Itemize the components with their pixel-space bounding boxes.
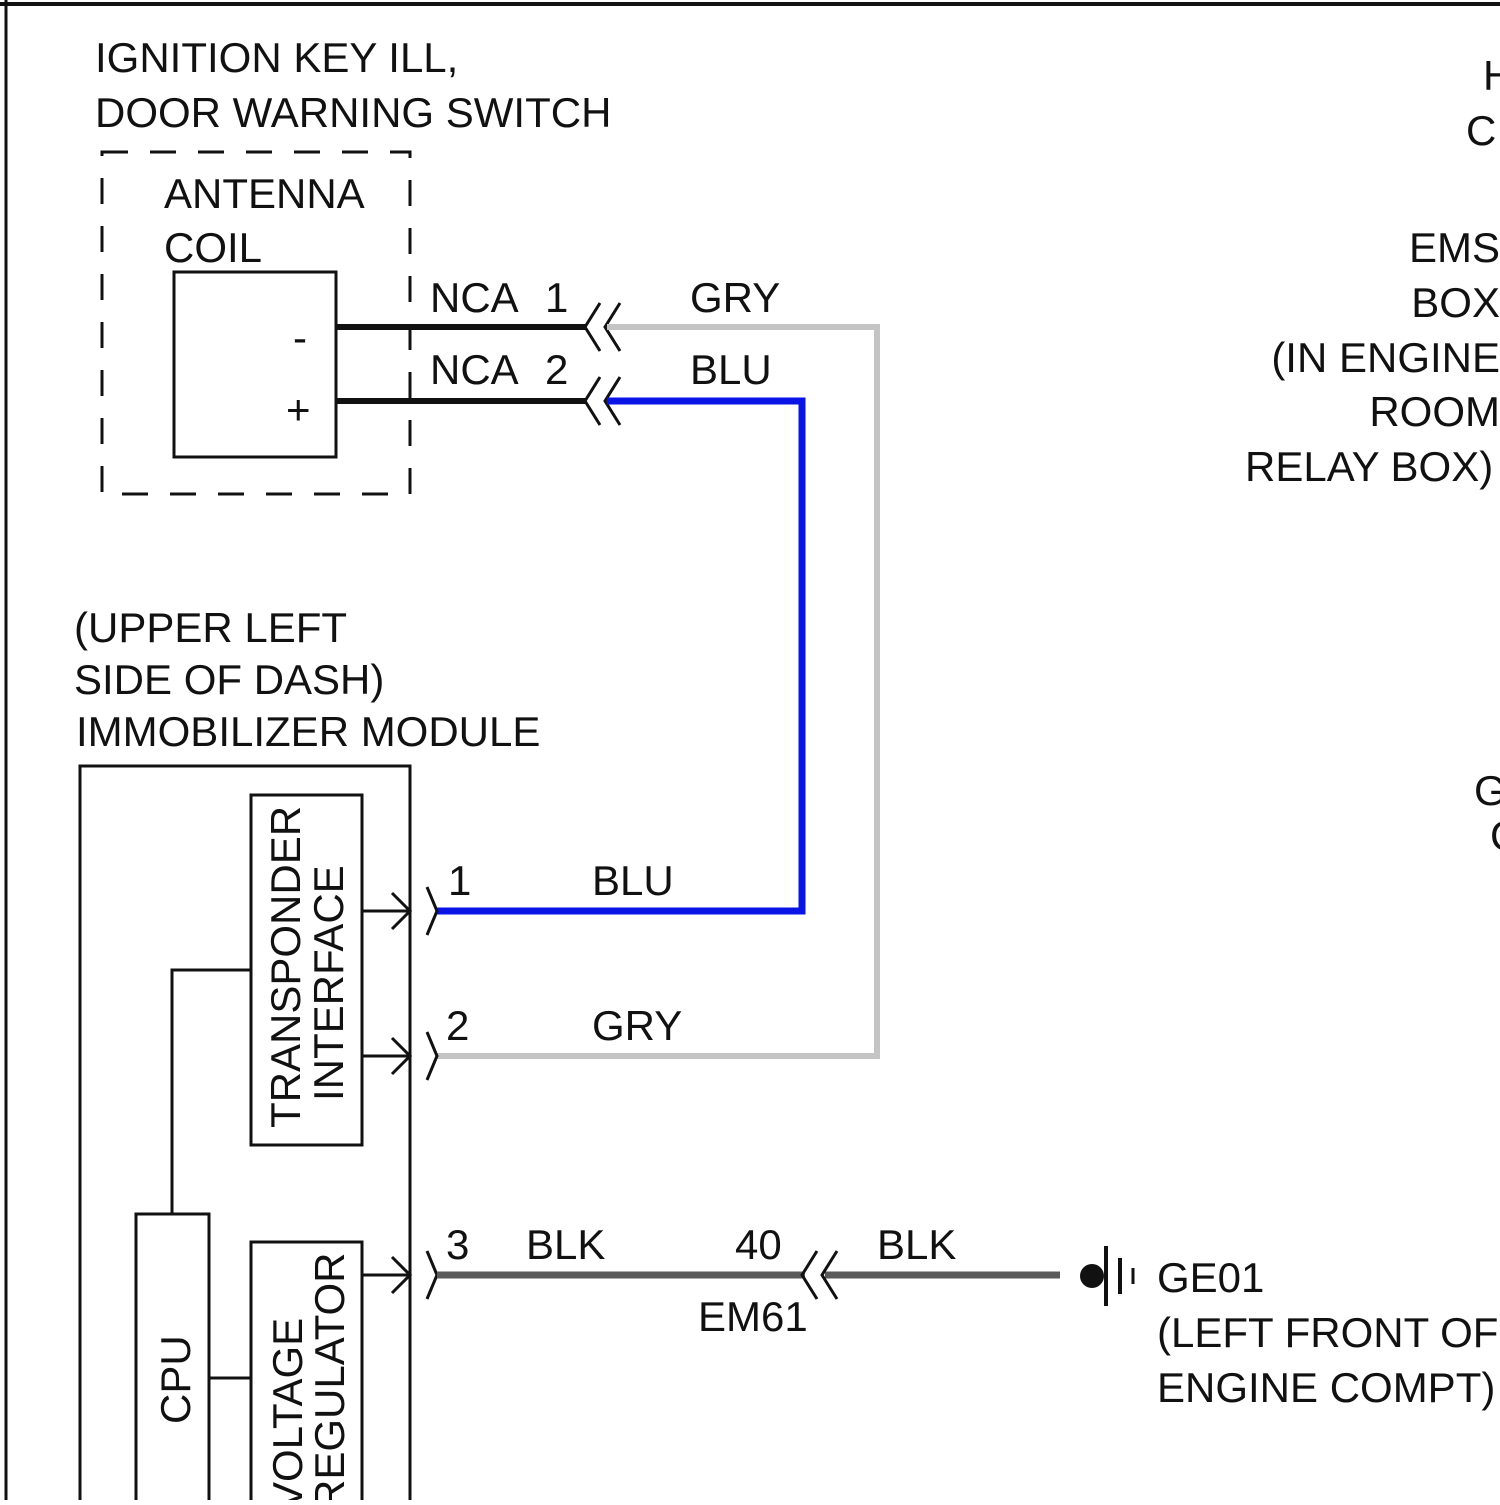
right-label-h: H xyxy=(1483,52,1500,99)
switch-title-line-2: DOOR WARNING SWITCH xyxy=(95,89,611,136)
ems-box-label-line-3: (IN ENGINE xyxy=(1271,334,1500,381)
ground-location-line-1: (LEFT FRONT OF xyxy=(1157,1309,1498,1356)
cpu-label: CPU xyxy=(152,1335,199,1424)
transponder-label-line-1: TRANSPONDER xyxy=(262,806,309,1128)
module-pin-2: 2 xyxy=(446,1002,469,1049)
pin-3-arrow xyxy=(362,1251,437,1299)
ems-box-label-line-1: EMS xyxy=(1409,224,1500,271)
wire-gry xyxy=(437,327,877,1056)
module-location-line-2: SIDE OF DASH) xyxy=(74,656,384,703)
ground-symbol xyxy=(1080,1246,1133,1306)
cpu-to-transponder-line xyxy=(172,970,251,1214)
ems-box-label-line-4: ROOM xyxy=(1369,388,1500,435)
nca-connector-pin-2: 2 xyxy=(545,346,568,393)
coil-terminal-plus: + xyxy=(286,386,311,433)
module-location-line-1: (UPPER LEFT xyxy=(74,604,347,651)
wire-blu xyxy=(437,401,802,911)
wire-color-label-blu-bottom: BLU xyxy=(592,857,674,904)
module-pin-1: 1 xyxy=(448,857,471,904)
module-pin-3: 3 xyxy=(446,1221,469,1268)
nca-connector-name-2: NCA xyxy=(430,346,519,393)
module-title: IMMOBILIZER MODULE xyxy=(76,708,540,755)
wire-color-label-gry-bottom: GRY xyxy=(592,1002,682,1049)
coil-terminal-minus: - xyxy=(293,314,307,361)
right-label-c: C xyxy=(1466,107,1496,154)
regulator-label-line-2: REGULATOR xyxy=(306,1253,353,1501)
ground-name: GE01 xyxy=(1157,1254,1264,1301)
wire-color-label-blk-right: BLK xyxy=(877,1221,956,1268)
right-label-c-lower: C xyxy=(1490,812,1500,859)
em61-pin: 40 xyxy=(735,1221,782,1268)
right-label-g: G xyxy=(1474,767,1500,814)
nca-connector-pin-1: 1 xyxy=(545,274,568,321)
pin-1-arrow xyxy=(362,887,437,935)
regulator-label-line-1: VOLTAGE xyxy=(264,1318,311,1500)
antenna-coil-label-line-2: COIL xyxy=(164,224,262,271)
switch-title-line-1: IGNITION KEY ILL, xyxy=(95,34,458,81)
antenna-coil-box xyxy=(174,272,336,457)
antenna-coil-label-line-1: ANTENNA xyxy=(164,170,365,217)
pin-2-arrow xyxy=(362,1032,437,1080)
wire-color-label-blu-top: BLU xyxy=(690,346,772,393)
ems-box-label-line-5: RELAY BOX) xyxy=(1245,443,1493,490)
wire-color-label-gry-top: GRY xyxy=(690,274,780,321)
ground-location-line-2: ENGINE COMPT) xyxy=(1157,1364,1495,1411)
nca-connector-name-1: NCA xyxy=(430,274,519,321)
wire-color-label-blk-left: BLK xyxy=(526,1221,605,1268)
transponder-label-line-2: INTERFACE xyxy=(305,865,352,1101)
ems-box-label-line-2: BOX xyxy=(1411,279,1500,326)
em61-name: EM61 xyxy=(698,1293,808,1340)
